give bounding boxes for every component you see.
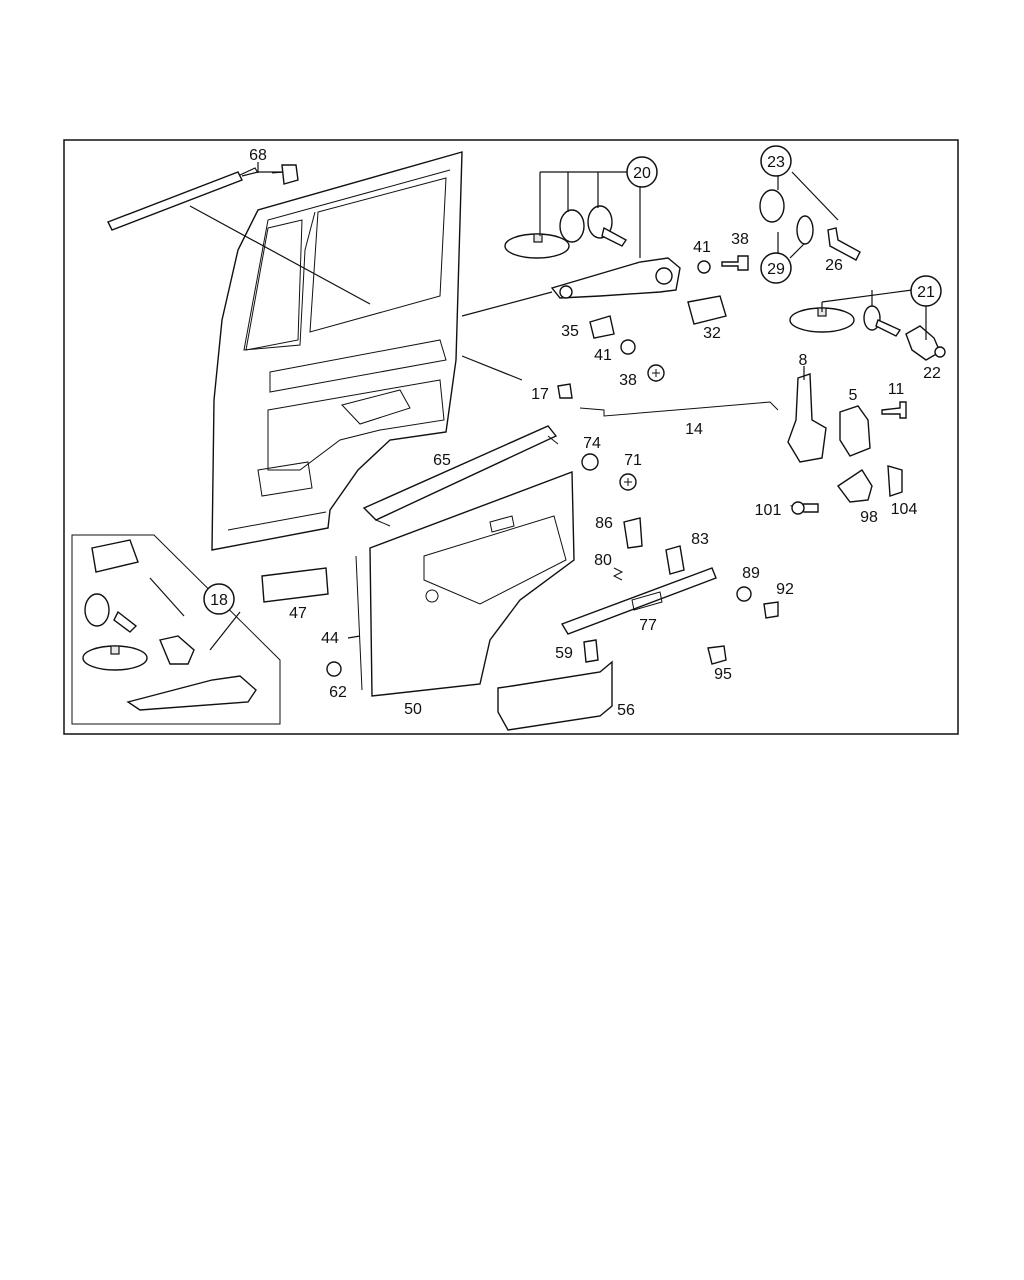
part-41-washer-b xyxy=(620,339,636,355)
callout-17: 17 xyxy=(531,386,549,403)
callout-23: 23 xyxy=(767,154,785,171)
part-59-clip xyxy=(583,639,599,663)
callout-62: 62 xyxy=(329,684,347,701)
part-outside-handle xyxy=(461,205,681,317)
callout-26: 26 xyxy=(825,257,843,274)
part-small-hardware xyxy=(557,255,907,515)
callout-44: 44 xyxy=(321,630,339,647)
callout-71: 71 xyxy=(624,452,642,469)
part-74-grommet xyxy=(581,453,599,471)
part-8-latch xyxy=(787,373,827,463)
part-50-trim-panel xyxy=(355,470,575,697)
part-89-screw xyxy=(736,586,752,602)
callout-8: 8 xyxy=(799,352,808,369)
part-17-clip xyxy=(557,383,573,399)
part-65-armrest xyxy=(362,425,559,527)
part-14-rod xyxy=(579,401,779,417)
callout-29: 29 xyxy=(767,261,785,278)
part-11-bolt xyxy=(881,401,907,419)
callout-56: 56 xyxy=(617,702,635,719)
part-95-plug xyxy=(707,645,727,665)
diagram-frame xyxy=(63,139,959,735)
callout-35: 35 xyxy=(561,323,579,340)
callout-80: 80 xyxy=(594,552,612,569)
callout-circle-18 xyxy=(203,583,235,615)
callout-38b: 38 xyxy=(619,372,637,389)
part-38-screw xyxy=(721,255,749,271)
callout-68: 68 xyxy=(249,147,267,164)
callout-50: 50 xyxy=(404,701,422,718)
callout-circle-20 xyxy=(626,156,658,188)
part-92-nut xyxy=(763,601,779,619)
part-56-pull-handle xyxy=(497,660,613,731)
callout-circle-23 xyxy=(760,145,792,177)
part-41-washer xyxy=(697,260,711,274)
part-86-clip xyxy=(623,517,643,549)
callout-74: 74 xyxy=(583,435,601,452)
part-98-bracket xyxy=(836,469,873,503)
leader-lines xyxy=(149,162,927,651)
callout-86: 86 xyxy=(595,515,613,532)
callout-98: 98 xyxy=(860,509,878,526)
callout-59: 59 xyxy=(555,645,573,662)
part-35-escutcheon xyxy=(589,315,615,339)
callout-32: 32 xyxy=(703,325,721,342)
callout-circle-21 xyxy=(910,275,942,307)
part-5-striker xyxy=(839,405,871,457)
callout-95: 95 xyxy=(714,666,732,683)
part-62-grommet xyxy=(326,661,342,677)
callout-89: 89 xyxy=(742,565,760,582)
callout-101: 101 xyxy=(755,502,782,519)
callout-18: 18 xyxy=(210,592,228,609)
part-77-remote-rod xyxy=(560,567,717,635)
callout-77: 77 xyxy=(639,617,657,634)
callout-47: 47 xyxy=(289,605,307,622)
callout-5: 5 xyxy=(849,387,858,404)
part-104-plate xyxy=(887,465,903,497)
part-68-seal-strip xyxy=(107,164,299,231)
part-83-switch xyxy=(665,545,685,575)
callout-20: 20 xyxy=(633,165,651,182)
callout-21: 21 xyxy=(917,284,935,301)
part-32-bezel xyxy=(687,295,727,325)
callout-65: 65 xyxy=(433,452,451,469)
callout-11: 11 xyxy=(888,381,905,398)
callout-41: 41 xyxy=(693,239,711,256)
callout-83: 83 xyxy=(691,531,709,548)
part-47-pocket xyxy=(261,567,329,603)
part-80-spring xyxy=(612,567,624,581)
callout-14: 14 xyxy=(685,421,703,438)
inset-18 xyxy=(71,534,281,725)
callout-38: 38 xyxy=(731,231,749,248)
part-lock-cylinder-set xyxy=(759,189,861,261)
callout-circle-29 xyxy=(760,252,792,284)
callout-104: 104 xyxy=(891,501,918,518)
part-lock-set-21 xyxy=(789,305,946,361)
callout-92: 92 xyxy=(776,581,794,598)
callout-22: 22 xyxy=(923,365,941,382)
callout-41b: 41 xyxy=(594,347,612,364)
